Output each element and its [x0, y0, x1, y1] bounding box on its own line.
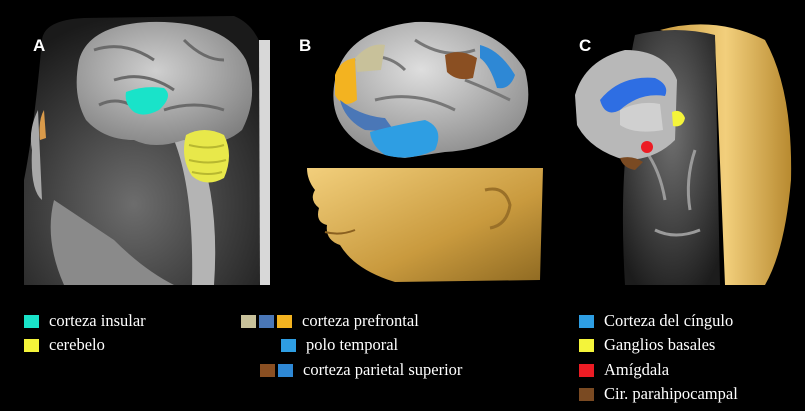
- swatch-amigdala: [579, 364, 594, 377]
- legend-ganglios: Ganglios basales: [579, 335, 715, 355]
- swatch-cingulo: [579, 315, 594, 328]
- legend-parahipocampal: Cir. parahipocampal: [579, 384, 738, 404]
- legend-label: Ganglios basales: [604, 335, 715, 355]
- panel-c-letter: C: [579, 36, 591, 56]
- legend-cingulo: Corteza del cíngulo: [579, 311, 733, 331]
- swatch-cerebelo: [24, 339, 39, 352]
- legend-label: Amígdala: [604, 360, 669, 380]
- panel-c-image: [565, 0, 793, 285]
- legend-label: corteza parietal superior: [303, 360, 462, 380]
- legend-insular: corteza insular: [24, 311, 146, 331]
- swatch-parietal-brown: [260, 364, 275, 377]
- skull-rim: [259, 40, 270, 285]
- swatch-prefrontal-gray: [241, 315, 256, 328]
- legend-label: corteza prefrontal: [302, 311, 419, 331]
- legend-amigdala: Amígdala: [579, 360, 669, 380]
- panel-b: B: [285, 0, 550, 285]
- legend-label: cerebelo: [49, 335, 105, 355]
- swatch-insular: [24, 315, 39, 328]
- panel-b-image: [285, 0, 550, 285]
- panel-b-letter: B: [299, 36, 311, 56]
- legend-label: corteza insular: [49, 311, 146, 331]
- swatch-prefrontal-orange: [277, 315, 292, 328]
- panel-c: C: [565, 0, 793, 285]
- prefrontal-orange: [335, 58, 357, 104]
- swatch-prefrontal-blue: [259, 315, 274, 328]
- swatch-parahipocampal: [579, 388, 594, 401]
- panel-a: A: [24, 0, 270, 285]
- legend-cerebelo: cerebelo: [24, 335, 105, 355]
- corpus-callosum: [620, 103, 663, 132]
- legend-prefrontal: corteza prefrontal: [241, 311, 419, 331]
- swatch-ganglios: [579, 339, 594, 352]
- panel-a-image: [24, 0, 270, 285]
- legend-temporal: polo temporal: [281, 335, 398, 355]
- legend-label: Cir. parahipocampal: [604, 384, 738, 404]
- face-model: [307, 168, 543, 282]
- amygdala-region: [641, 141, 653, 153]
- cut-plane: [305, 162, 545, 166]
- panel-a-letter: A: [33, 36, 45, 56]
- swatch-temporal: [281, 339, 296, 352]
- legend-parietal: corteza parietal superior: [260, 360, 462, 380]
- swatch-parietal-blue: [278, 364, 293, 377]
- legend-label: Corteza del cíngulo: [604, 311, 733, 331]
- legend-label: polo temporal: [306, 335, 398, 355]
